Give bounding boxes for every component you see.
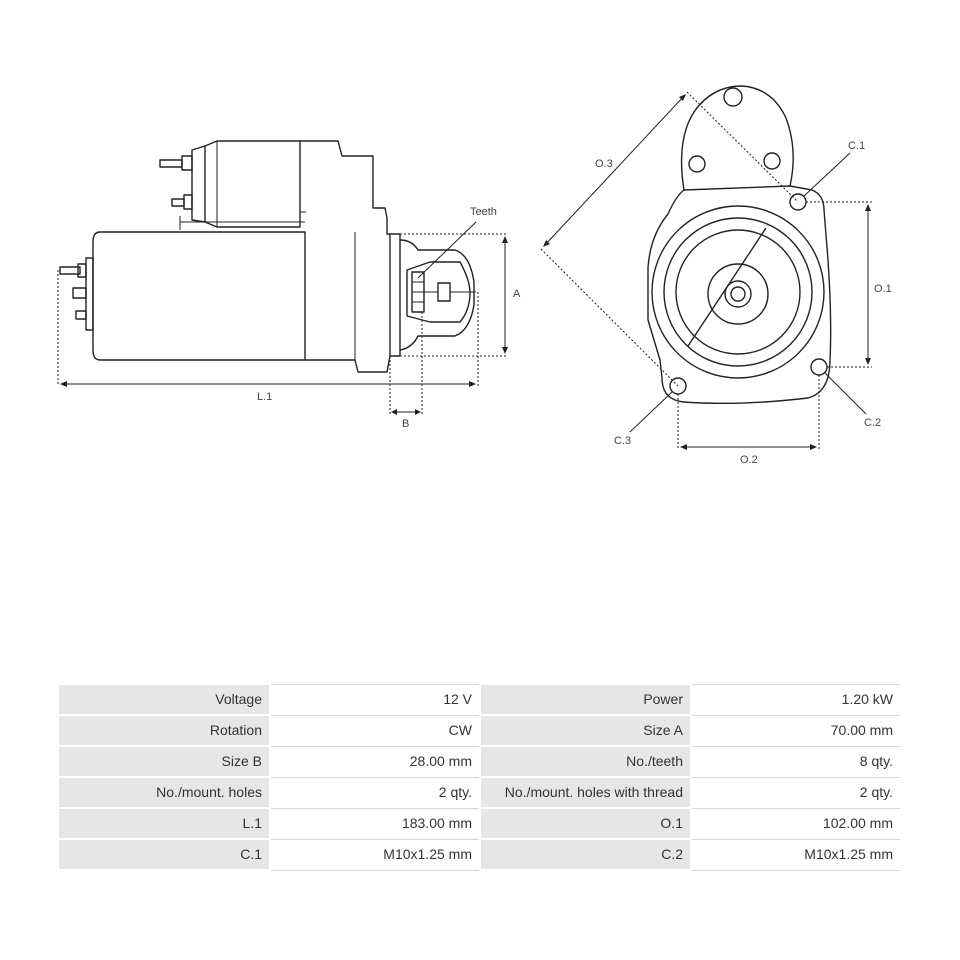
spec-key: L.1 (57, 807, 271, 840)
spec-key: No./teeth (479, 745, 692, 778)
label-o3: O.3 (595, 158, 613, 170)
solenoid-cap (191, 145, 206, 223)
label-l1: L.1 (257, 391, 272, 403)
spec-value: 28.00 mm (269, 745, 481, 778)
solenoid-body (204, 140, 301, 228)
rear-bolt (59, 266, 81, 275)
front-view: O.3 O.1 O.2 C.1 C.2 C.3 (540, 85, 892, 466)
technical-drawing: A Teeth L.1 B (57, 85, 892, 466)
spec-key: Size B (57, 745, 271, 778)
spec-key: Size A (479, 714, 692, 747)
rear-cap (85, 257, 94, 331)
spec-key: C.1 (57, 838, 271, 871)
spec-value: 8 qty. (690, 745, 902, 778)
drive-nose (399, 239, 475, 351)
spec-value: 2 qty. (269, 776, 481, 809)
spec-value: 183.00 mm (269, 807, 481, 840)
spec-key: Rotation (57, 714, 271, 747)
hole-c2 (810, 358, 828, 376)
spec-key: O.1 (479, 807, 692, 840)
spec-key: Voltage (57, 683, 271, 716)
spec-key: Power (479, 683, 692, 716)
mounting-flange (647, 185, 832, 405)
spec-value: M10x1.25 mm (690, 838, 902, 871)
terminal-nut-bottom (183, 194, 193, 210)
outer-bore (651, 205, 825, 379)
label-c3: C.3 (614, 435, 631, 447)
spec-value: 70.00 mm (690, 714, 902, 747)
terminal-nut-top (181, 155, 193, 171)
shaft (724, 280, 752, 308)
spec-value: 2 qty. (690, 776, 902, 809)
spec-value: 102.00 mm (690, 807, 902, 840)
spec-value: M10x1.25 mm (269, 838, 481, 871)
drive-housing-top (300, 140, 390, 235)
label-a: A (513, 288, 521, 300)
terminal-stud-top (159, 159, 183, 168)
label-o1: O.1 (874, 283, 892, 295)
spec-value: 12 V (269, 683, 481, 716)
label-b: B (402, 418, 409, 430)
motor-body (92, 231, 306, 361)
starter-motor-diagram: A Teeth L.1 B (57, 85, 892, 466)
label-o2: O.2 (740, 454, 758, 466)
spec-key: C.2 (479, 838, 692, 871)
spec-key: No./mount. holes (57, 776, 271, 809)
label-c1: C.1 (848, 140, 865, 152)
label-teeth: Teeth (470, 206, 497, 218)
drive-housing-bottom (305, 234, 391, 373)
spec-key: No./mount. holes with thread (479, 776, 692, 809)
teeth-leader (417, 221, 477, 279)
hub (707, 263, 769, 325)
spec-value: 1.20 kW (690, 683, 902, 716)
spec-value: CW (269, 714, 481, 747)
terminal-stud-bottom (171, 198, 185, 207)
label-c2: C.2 (864, 417, 881, 429)
side-view: A Teeth L.1 B (57, 140, 521, 430)
top-lobe (680, 85, 794, 191)
